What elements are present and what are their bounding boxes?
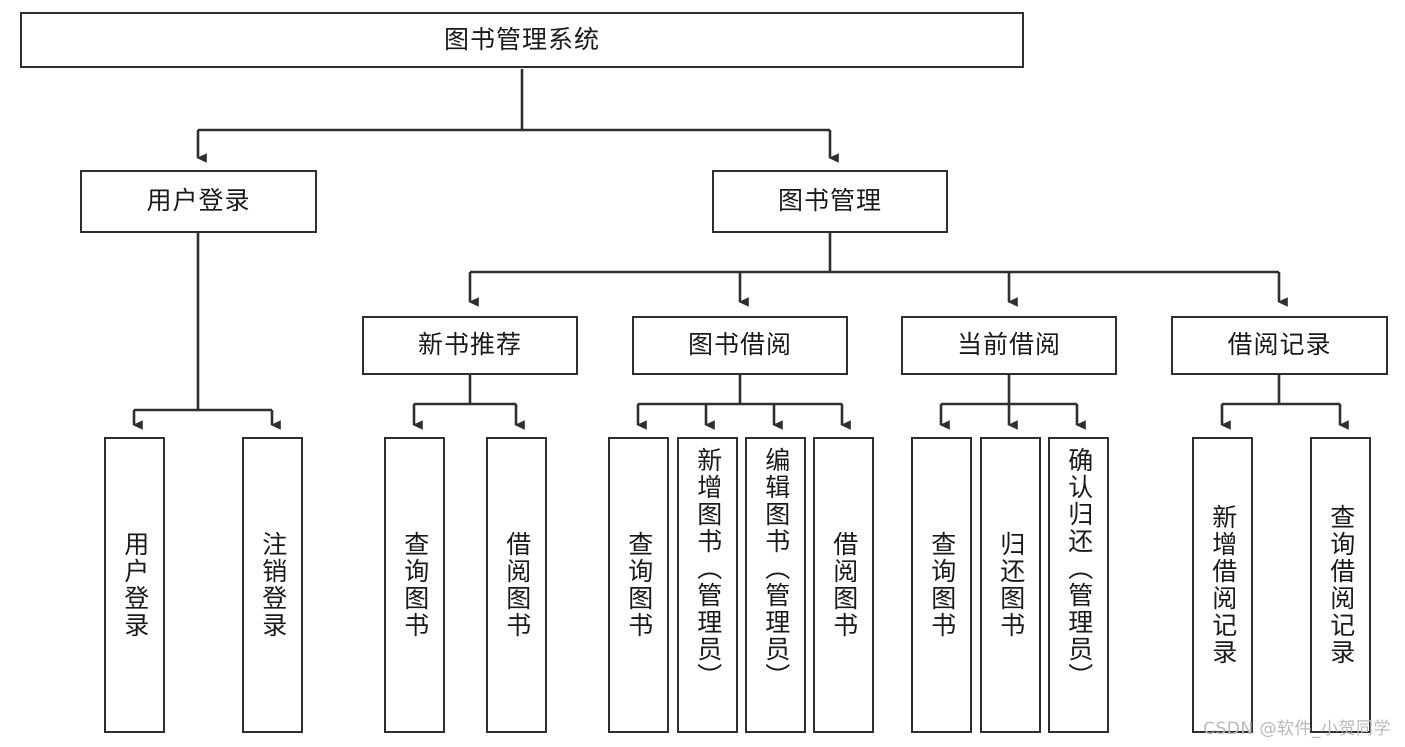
node-leaf-confirm-return-label: 确认归还（管理员） — [1064, 447, 1094, 690]
node-leaf-query-book-3[interactable]: 查询图书 — [911, 437, 972, 733]
node-leaf-confirm-return[interactable]: 确认归还（管理员） — [1048, 437, 1109, 733]
node-user-login-label: 用户登录 — [146, 186, 251, 216]
node-leaf-borrow-book-2[interactable]: 借阅图书 — [813, 437, 874, 733]
node-leaf-edit-book[interactable]: 编辑图书（管理员） — [745, 437, 806, 733]
node-leaf-add-record-label: 新增借阅记录 — [1208, 504, 1238, 666]
csdn-watermark: CSDN @软件_小贺同学 — [1203, 719, 1391, 739]
node-leaf-edit-book-label: 编辑图书（管理员） — [761, 447, 791, 690]
node-leaf-add-book[interactable]: 新增图书（管理员） — [677, 437, 738, 733]
node-new-book-rec-label: 新书推荐 — [417, 330, 522, 360]
node-leaf-query-book-1[interactable]: 查询图书 — [384, 437, 445, 733]
node-book-manage[interactable]: 图书管理 — [712, 170, 948, 233]
node-leaf-return-book[interactable]: 归还图书 — [980, 437, 1041, 733]
node-leaf-add-record[interactable]: 新增借阅记录 — [1192, 437, 1253, 733]
node-new-book-rec[interactable]: 新书推荐 — [362, 316, 578, 375]
node-leaf-borrow-book-1-label: 借阅图书 — [502, 531, 532, 639]
node-leaf-query-record-label: 查询借阅记录 — [1326, 504, 1356, 666]
node-root[interactable]: 图书管理系统 — [20, 12, 1024, 68]
node-book-manage-label: 图书管理 — [777, 186, 882, 216]
node-root-label: 图书管理系统 — [443, 24, 600, 54]
node-leaf-return-book-label: 归还图书 — [996, 531, 1026, 639]
node-leaf-logout[interactable]: 注销登录 — [242, 437, 303, 733]
node-leaf-query-book-3-label: 查询图书 — [927, 531, 957, 639]
node-borrow-record[interactable]: 借阅记录 — [1171, 316, 1388, 375]
node-leaf-user-login-label: 用户登录 — [120, 531, 150, 639]
node-leaf-query-book-2[interactable]: 查询图书 — [608, 437, 669, 733]
node-user-login[interactable]: 用户登录 — [80, 170, 317, 233]
node-book-borrow-label: 图书借阅 — [687, 330, 792, 360]
node-book-borrow[interactable]: 图书借阅 — [632, 316, 848, 375]
node-leaf-logout-label: 注销登录 — [258, 531, 288, 639]
node-current-borrow[interactable]: 当前借阅 — [901, 316, 1117, 375]
node-leaf-query-book-2-label: 查询图书 — [624, 531, 654, 639]
node-borrow-record-label: 借阅记录 — [1227, 330, 1332, 360]
node-leaf-add-book-label: 新增图书（管理员） — [693, 447, 723, 690]
node-leaf-query-record[interactable]: 查询借阅记录 — [1310, 437, 1371, 733]
node-leaf-borrow-book-2-label: 借阅图书 — [829, 531, 859, 639]
node-current-borrow-label: 当前借阅 — [956, 330, 1061, 360]
node-leaf-user-login[interactable]: 用户登录 — [104, 437, 165, 733]
node-leaf-query-book-1-label: 查询图书 — [400, 531, 430, 639]
node-leaf-borrow-book-1[interactable]: 借阅图书 — [486, 437, 547, 733]
